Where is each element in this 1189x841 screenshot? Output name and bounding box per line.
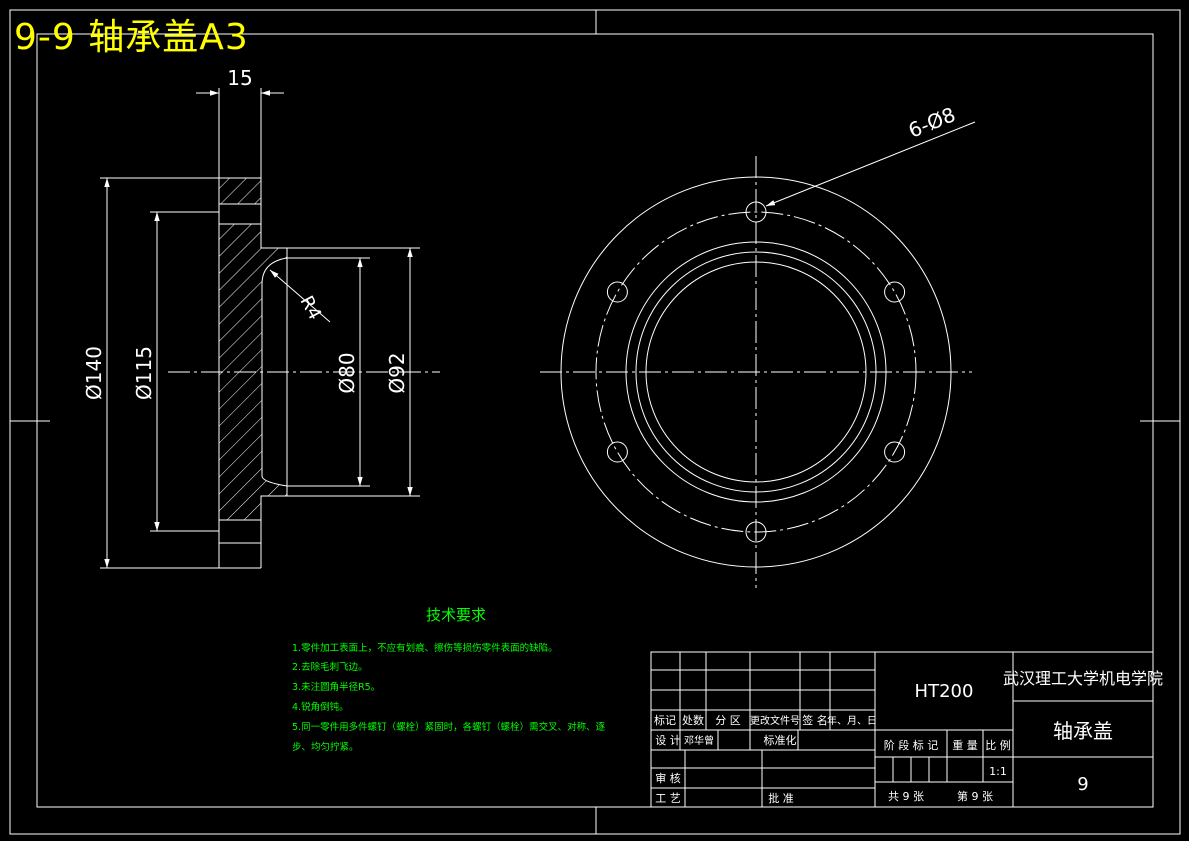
- requirement-item: 1.零件加工表面上，不应有划痕、擦伤等损伤零件表面的缺陷。: [292, 643, 558, 654]
- boss-circle: [625, 241, 887, 503]
- bolt-circle: [595, 211, 917, 533]
- tb-weight-label: 重 量: [952, 738, 978, 752]
- tb-process-label: 工 艺: [655, 792, 681, 805]
- tb-part-name: 轴承盖: [1053, 719, 1113, 743]
- dim-holes-6x8: 6-Ø8: [905, 102, 959, 142]
- bolt-holes: [606, 201, 906, 543]
- bore-inner-circle: [645, 261, 867, 483]
- bolt-hole: [884, 441, 906, 463]
- tb-header-date: 年、月、日: [827, 714, 877, 727]
- section-hatch-top: [218, 177, 262, 205]
- bolt-hole: [745, 201, 767, 223]
- tb-approve-label: 批 准: [768, 791, 794, 805]
- drawing-title: 9-9 轴承盖A3: [14, 17, 249, 58]
- tb-scale: 1:1: [989, 765, 1007, 778]
- requirement-item: 5.同一零件用多件螺钉（螺栓）紧固时，各螺钉（螺栓）需交叉、对称、逐: [292, 722, 606, 733]
- holes-leader: [765, 121, 976, 207]
- requirement-item: 步、均匀拧紧。: [292, 742, 359, 753]
- front-view: [540, 156, 972, 588]
- dim-width-15: 15: [227, 66, 252, 90]
- tb-design-label: 设 计: [655, 734, 681, 747]
- tb-designer: 邓华曾: [684, 734, 714, 747]
- section-dimension-texts: 15 Ø140 Ø115 Ø80 Ø92 R4: [82, 66, 409, 400]
- title-block-texts: 标记 处数 分 区 更改文件号 签 名 年、月、日 设 计 邓华曾 标准化 审 …: [654, 669, 1163, 805]
- sheet-border: [9, 9, 1181, 835]
- dim-dia-140: Ø140: [82, 346, 106, 400]
- requirement-item: 4.锐角倒钝。: [292, 702, 349, 713]
- tb-header-file: 更改文件号: [750, 714, 800, 727]
- bolt-hole: [606, 281, 628, 303]
- tb-header-mark: 标记: [654, 713, 676, 727]
- dim-radius-r4: R4: [296, 292, 326, 323]
- tb-total-label: 共 9 张: [888, 790, 924, 803]
- requirement-item: 2.去除毛刺飞边。: [292, 662, 368, 673]
- dim-dia-92: Ø92: [385, 352, 409, 393]
- tb-drawing-no: 9: [1077, 774, 1088, 795]
- dim-dia-115: Ø115: [132, 346, 156, 400]
- tb-material: HT200: [915, 681, 974, 702]
- requirement-item: 3.未注圆角半径R5。: [292, 682, 381, 693]
- tb-stage-label: 阶 段 标 记: [884, 738, 939, 752]
- tb-header-sign: 签 名: [802, 713, 828, 727]
- tb-review-label: 审 核: [655, 771, 681, 785]
- tb-university: 武汉理工大学机电学院: [1003, 669, 1163, 688]
- bolt-hole: [884, 281, 906, 303]
- bolt-hole: [745, 521, 767, 543]
- tb-header-count: 处数: [682, 714, 704, 727]
- tb-sheet-label: 第 9 张: [957, 789, 993, 803]
- bolt-hole: [606, 441, 628, 463]
- section-dimension-lines: [104, 90, 413, 568]
- dim-dia-80: Ø80: [335, 352, 359, 393]
- title-block-grid: [650, 651, 1154, 808]
- bore-outer-circle: [635, 251, 877, 493]
- requirements-title: 技术要求: [426, 606, 487, 624]
- tb-header-zone: 分 区: [715, 714, 741, 727]
- outer-flange-circle: [560, 176, 952, 568]
- tb-standard-label: 标准化: [764, 733, 797, 747]
- section-view: [100, 88, 440, 569]
- tb-scale-label: 比 例: [985, 738, 1011, 752]
